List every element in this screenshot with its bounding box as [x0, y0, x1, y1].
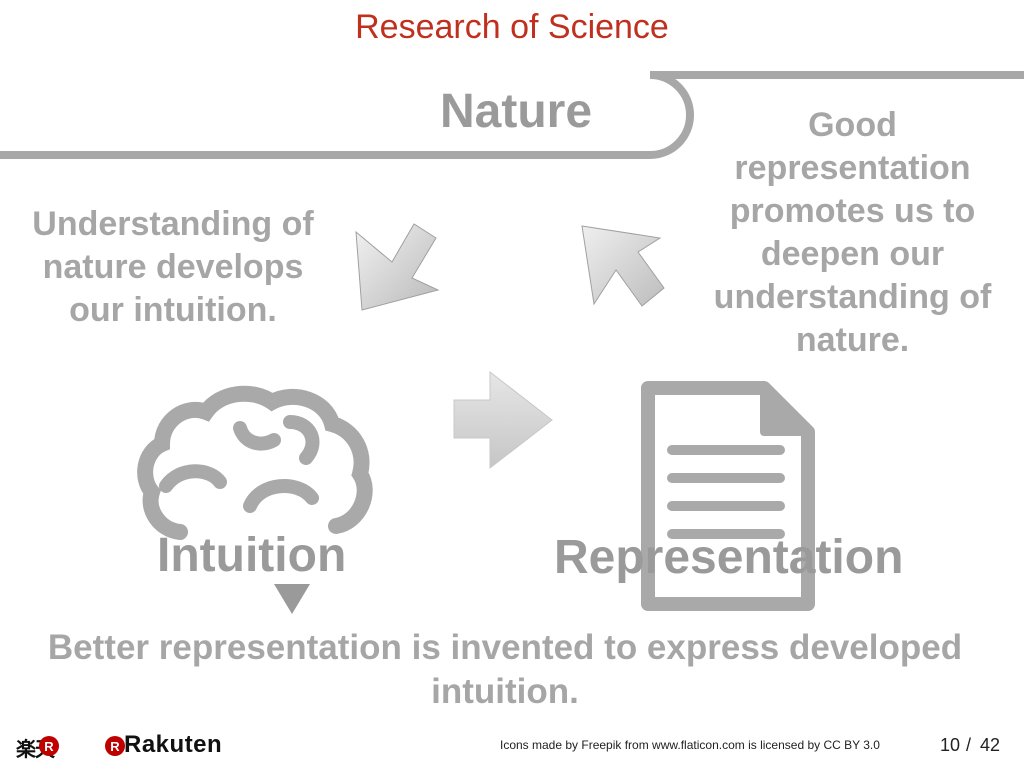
left-caption: Understanding of nature develops our int… [32, 205, 314, 329]
nature-bracket [0, 71, 1024, 159]
svg-text:R: R [44, 739, 54, 754]
icon-credit: Icons made by Freepik from www.flaticon.… [500, 738, 880, 752]
arrow-down-left-icon [355, 223, 440, 311]
page-number: 10 [940, 735, 961, 755]
svg-text:R: R [110, 739, 120, 754]
rakuten-r-circle-icon: R [105, 736, 125, 756]
right-caption: Good representation promotes us to deepe… [713, 106, 992, 359]
rakuten-r-badge-icon: R [39, 736, 59, 756]
brain-icon [137, 385, 373, 540]
page-total: 42 [980, 735, 1001, 755]
nature-label: Nature [440, 85, 593, 138]
arrow-right-icon [453, 370, 553, 470]
triangle-down-icon [274, 584, 310, 614]
page-separator: / [966, 735, 972, 755]
slide-title: Research of Science [355, 8, 669, 46]
intuition-label: Intuition [157, 529, 347, 582]
document-icon [641, 381, 815, 611]
bottom-caption: Better representation is invented to exp… [47, 628, 963, 711]
arrow-up-left-icon [581, 225, 665, 307]
representation-label: Representation [554, 531, 904, 584]
rakuten-logo-word: Rakuten [124, 731, 223, 758]
